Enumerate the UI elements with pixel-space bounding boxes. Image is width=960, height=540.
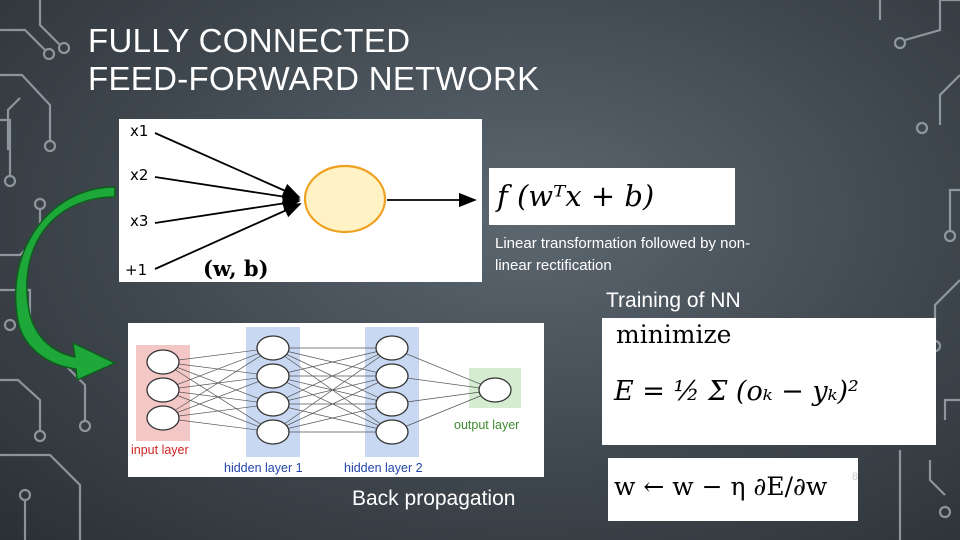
title-line-2: FEED-FORWARD NETWORK xyxy=(88,60,540,97)
network-edge xyxy=(391,389,496,433)
update-formula: w ← w − η ∂E/∂w xyxy=(614,472,828,501)
network-node xyxy=(256,335,290,361)
edge-x2 xyxy=(154,176,301,204)
loss-formula-box: minimize E = ½ Σ (oₖ − yₖ)² xyxy=(602,318,936,445)
network-node xyxy=(256,419,290,445)
hidden-layer-2-label: hidden layer 2 xyxy=(344,461,423,475)
network-svg: input layer hidden layer 1 hidden layer … xyxy=(131,327,521,475)
network-node xyxy=(375,335,409,361)
input-x1: x1 xyxy=(130,122,148,140)
network-node xyxy=(146,405,180,431)
input-x3: x3 xyxy=(130,212,148,230)
network-edge xyxy=(272,403,393,433)
network-node xyxy=(375,363,409,389)
edge-bias xyxy=(154,203,302,270)
hidden-layer-1-label: hidden layer 1 xyxy=(224,461,303,475)
title-line-1: FULLY CONNECTED xyxy=(88,22,411,59)
page-number: 8 xyxy=(852,471,859,483)
network-edge xyxy=(162,347,274,363)
network-node xyxy=(375,391,409,417)
network-edge xyxy=(391,375,496,391)
params-label: (w, b) xyxy=(203,256,269,281)
activation-formula: f (wᵀx + b) xyxy=(497,179,655,213)
perceptron-diagram: x1 x2 x3 +1 (w, b) xyxy=(119,119,482,282)
network-edge xyxy=(162,347,274,419)
network-edge xyxy=(162,417,274,433)
network-node xyxy=(146,349,180,375)
network-edge xyxy=(272,347,393,433)
network-edge xyxy=(162,347,274,391)
network-node xyxy=(478,377,512,403)
network-node xyxy=(146,377,180,403)
slide-title: FULLY CONNECTED FEED-FORWARD NETWORK xyxy=(88,22,539,98)
perceptron-caption-line-1: Linear transformation followed by non- xyxy=(495,235,751,252)
network-node xyxy=(256,391,290,417)
network-edge xyxy=(162,403,274,419)
edge-x3 xyxy=(154,196,301,224)
activation-formula-box: f (wᵀx + b) xyxy=(489,168,735,225)
network-edge xyxy=(162,375,274,419)
network-edge xyxy=(391,347,496,391)
edge-x1 xyxy=(154,132,301,198)
output-layer-label: output layer xyxy=(454,418,519,432)
input-layer-label: input layer xyxy=(131,443,189,457)
curved-arrow-icon xyxy=(15,186,117,380)
perceptron-caption: Linear transformation followed by non- l… xyxy=(495,233,750,277)
neuron-node xyxy=(303,164,387,234)
network-edge xyxy=(272,375,393,433)
input-x2: x2 xyxy=(130,166,148,184)
network-diagram: input layer hidden layer 1 hidden layer … xyxy=(128,323,544,477)
network-edge xyxy=(272,347,393,377)
network-caption: Back propagation xyxy=(352,487,516,510)
update-formula-box: w ← w − η ∂E/∂w xyxy=(608,458,858,521)
network-node xyxy=(256,363,290,389)
input-bias: +1 xyxy=(125,261,147,279)
network-node xyxy=(375,419,409,445)
minimize-label: minimize xyxy=(616,320,732,349)
perceptron-svg: x1 x2 x3 +1 (w, b) xyxy=(125,122,477,281)
network-edge xyxy=(272,347,393,405)
training-title: Training of NN xyxy=(606,289,741,312)
network-edge xyxy=(391,389,496,405)
loss-formula: E = ½ Σ (oₖ − yₖ)² xyxy=(614,376,859,407)
perceptron-caption-line-2: linear rectification xyxy=(495,257,612,274)
